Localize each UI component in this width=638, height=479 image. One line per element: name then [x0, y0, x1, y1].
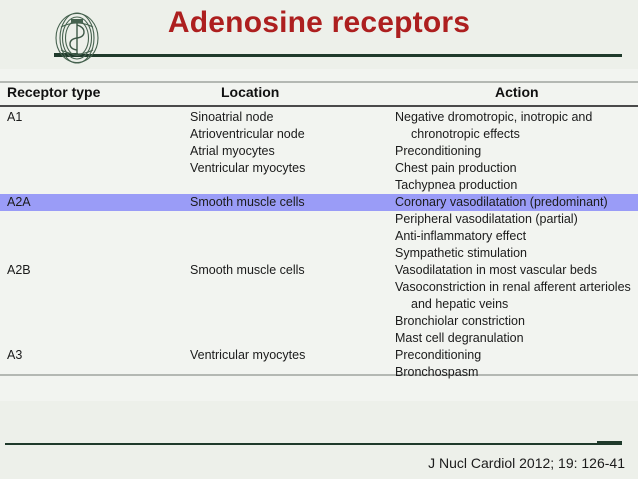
action-line: Preconditioning: [395, 144, 482, 158]
table-header-row: Receptor type Location Action: [0, 84, 638, 104]
action-line: Anti-inflammatory effect: [395, 229, 527, 243]
header-rule: [74, 54, 622, 57]
action-line: Mast cell degranulation: [395, 331, 524, 345]
table-rule-top: [0, 81, 638, 83]
table-rule-bottom: [0, 374, 638, 376]
cell-location: Smooth muscle cells: [190, 194, 305, 211]
action-line: Negative dromotropic, inotropic and: [395, 110, 593, 124]
action-line: chronotropic effects: [411, 127, 520, 141]
action-line: Bronchospasm: [395, 365, 479, 379]
column-header-action: Action: [495, 84, 539, 100]
action-line: Tachypnea production: [395, 178, 518, 192]
location-line: Sinoatrial node: [190, 110, 274, 124]
cell-receptor-type: A3: [7, 348, 23, 362]
location-line: Smooth muscle cells: [190, 195, 305, 209]
location-line: Smooth muscle cells: [190, 263, 305, 277]
action-line: Chest pain production: [395, 161, 517, 175]
action-line: Peripheral vasodilatation (partial): [395, 212, 578, 226]
footer-rule-right-cap: [597, 441, 622, 445]
action-line: Coronary vasodilatation (predominant): [395, 195, 608, 209]
citation-text: J Nucl Cardiol 2012; 19: 126-41: [428, 455, 625, 471]
action-line: Sympathetic stimulation: [395, 246, 528, 260]
column-header-receptor-type: Receptor type: [7, 84, 101, 100]
page-title: Adenosine receptors: [167, 6, 471, 39]
cell-receptor-type: A1: [7, 110, 23, 124]
receptor-table: Receptor type Location Action A1 Sinoatri…: [0, 69, 638, 401]
cell-receptor-type: A2B: [7, 263, 31, 277]
action-line: Vasodilatation in most vascular beds: [395, 263, 597, 277]
header-rule-left-cap: [54, 53, 78, 57]
cell-receptor-type: A2A: [7, 195, 31, 209]
action-line: Preconditioning: [395, 348, 482, 362]
action-line: and hepatic veins: [411, 297, 509, 311]
cell-action: Coronary vasodilatation (predominant) Per…: [395, 194, 608, 262]
caduceus-medical-seal-logo-icon: [49, 9, 105, 67]
action-line: Vasoconstriction in renal afferent arter…: [395, 280, 631, 294]
location-line: Ventricular myocytes: [190, 161, 306, 175]
table-rule-header: [0, 105, 638, 107]
slide-header: Adenosine receptors: [0, 0, 638, 68]
table-row[interactable]: A2A Smooth muscle cells Coronary vasodilat…: [0, 194, 638, 262]
location-line: Ventricular myocytes: [190, 348, 306, 362]
action-line: Bronchiolar constriction: [395, 314, 525, 328]
location-line: Atrioventricular node: [190, 127, 305, 141]
table-row[interactable]: A2B Smooth muscle cells Vasodilatation in …: [0, 262, 638, 347]
column-header-location: Location: [221, 84, 280, 100]
location-line: Atrial myocytes: [190, 144, 275, 158]
row-highlight-band: [0, 194, 638, 211]
cell-location: Ventricular myocytes: [190, 347, 305, 364]
cell-action: Negative dromotropic, inotropic and chron…: [395, 109, 592, 194]
cell-location: Smooth muscle cells: [190, 262, 305, 279]
footer-rule: [5, 443, 612, 445]
